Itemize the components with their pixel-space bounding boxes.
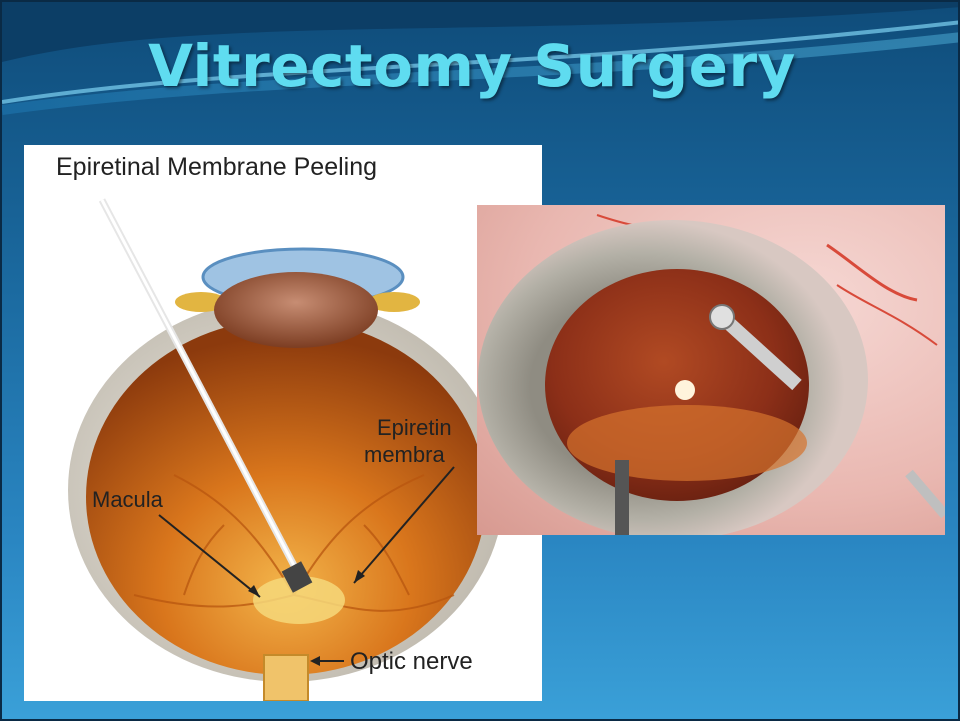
retina-band: [567, 405, 807, 481]
instrument-right-tip: [710, 305, 734, 329]
surgery-photo: [477, 205, 945, 535]
optic-nerve: [264, 655, 308, 701]
instrument-side: [909, 473, 945, 515]
membrane-label: membra: [364, 442, 445, 468]
vessel: [827, 245, 917, 300]
instrument-bottom: [615, 460, 629, 535]
surgery-photo-illustration: [477, 205, 945, 535]
macula-label: Macula: [92, 487, 163, 513]
lens: [214, 272, 378, 348]
slide-title: Vitrectomy Surgery: [0, 32, 952, 100]
optic-nerve-label: Optic nerve: [350, 648, 473, 676]
eye-diagram: [24, 145, 542, 701]
epiretinal-label: Epiretin: [377, 415, 452, 441]
light-reflection: [675, 380, 695, 400]
eye-diagram-panel: Epiretinal Membrane Peeling: [24, 145, 542, 701]
